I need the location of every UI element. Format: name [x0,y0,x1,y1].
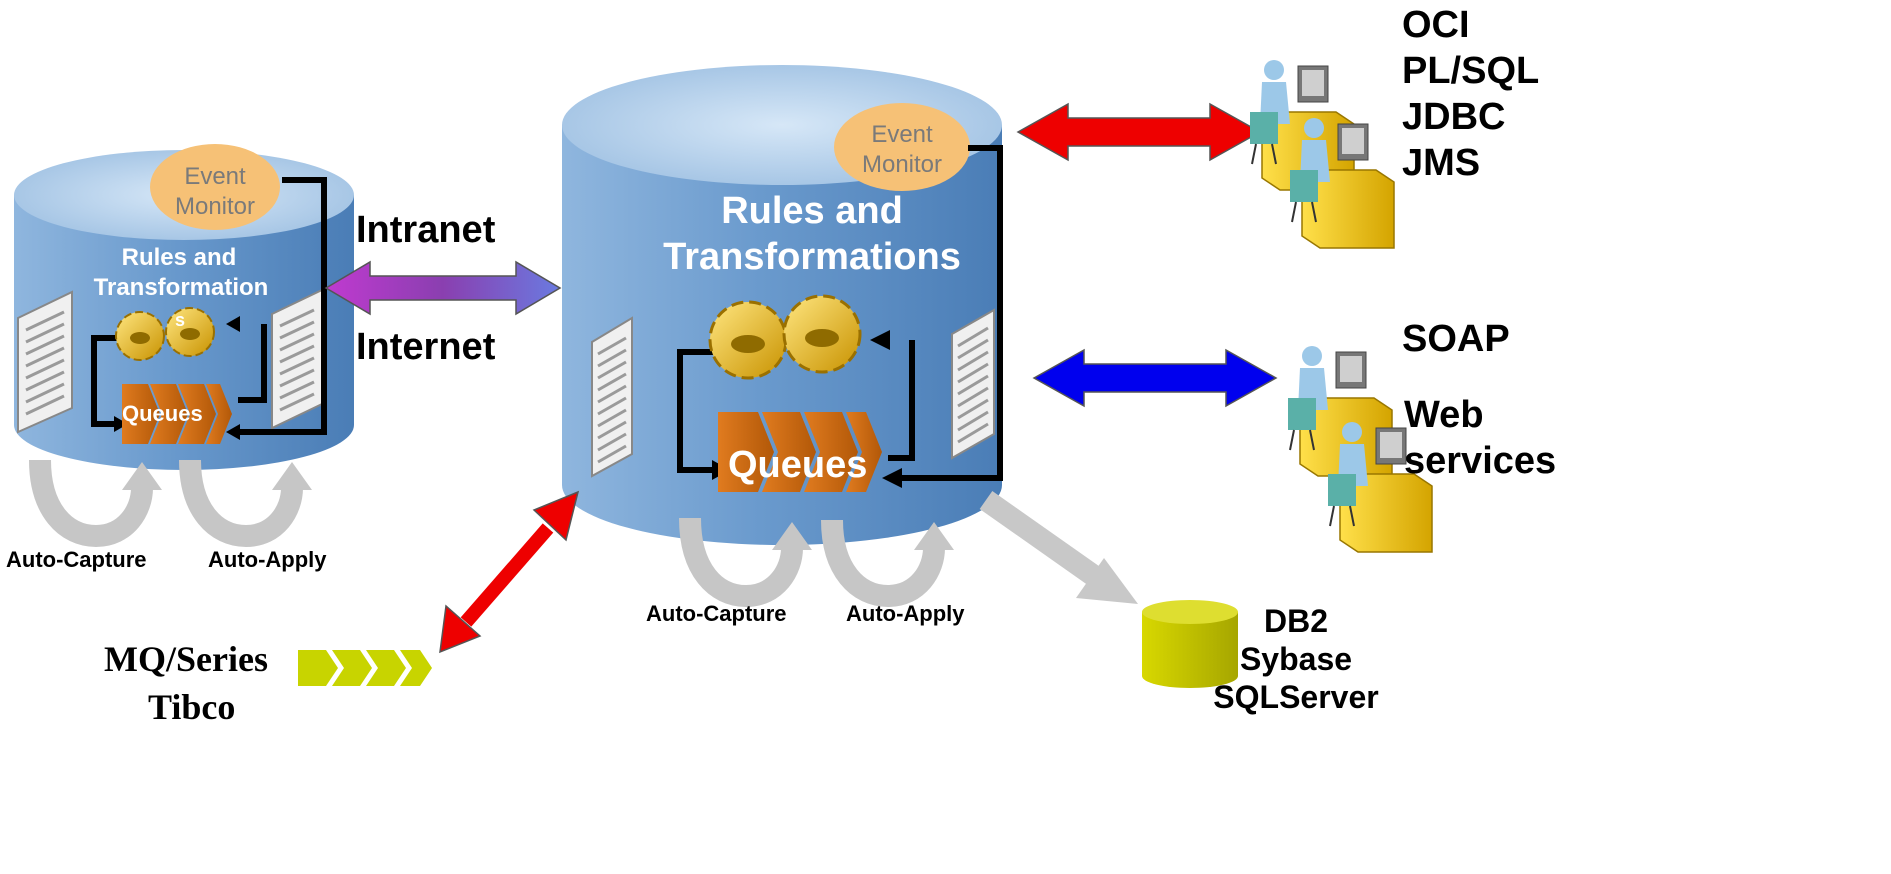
mq-series-label: MQ/Series [104,639,268,679]
left-document-icon [17,290,73,434]
client-api-jdbc: JDBC [1402,96,1506,138]
left-rules-line3: s [174,310,185,330]
other-db-list: DB2 Sybase SQLServer [1206,602,1386,716]
center-queues-icon [718,412,882,492]
other-database-icon [1142,600,1238,688]
center-auto-apply-arrow [821,519,954,608]
client-api-jms: JMS [1402,142,1481,184]
center-rules-line1: Rules and [721,190,903,232]
center-event-monitor-label: Event Monitor [836,120,968,180]
workstation-icon [1328,422,1433,553]
center-auto-capture-arrow [679,517,812,608]
center-database [562,65,1003,608]
left-auto-capture-arrow [29,459,162,548]
soap-client-arrow [1032,348,1278,408]
left-event-monitor-line2: Monitor [174,193,256,220]
left-rules-line1: Rules and [121,244,237,271]
center-event-monitor-line1: Event [871,121,933,148]
oci-client-arrow [1016,102,1262,162]
internet-label: Internet [356,326,496,368]
intranet-arrow [324,260,562,316]
mq-arrow [439,490,580,654]
left-event-monitor-label: Event Monitor [152,162,278,222]
web-label: Web [1404,394,1484,436]
workstation-icon [1290,118,1395,249]
client-api-oci: OCI [1402,4,1470,46]
left-auto-capture-label: Auto-Capture [6,547,147,572]
left-event-monitor-line1: Event [184,163,246,190]
right-document-icon [271,288,323,430]
center-right-document-icon [951,308,995,460]
intranet-label: Intranet [356,209,496,251]
tibco-label: Tibco [148,687,236,727]
center-gears-icon [708,294,862,380]
db-db2: DB2 [1263,603,1328,639]
left-database [14,144,354,548]
left-gears-icon [115,307,215,361]
center-event-monitor [834,103,970,191]
db-sqlserver: SQLServer [1213,679,1379,715]
soap-label: SOAP [1402,318,1510,360]
db-sybase: Sybase [1239,641,1353,677]
client-api-list: OCI PL/SQL JDBC JMS [1402,2,1539,186]
mq-queue-icon [298,650,432,686]
left-queues-label: Queues [122,401,203,426]
services-label: services [1404,440,1557,482]
left-auto-apply-arrow [179,459,312,548]
center-queues-label: Queues [728,444,868,486]
center-auto-capture-label: Auto-Capture [646,601,787,626]
db2-arrow [979,491,1138,604]
center-left-document-icon [591,316,633,478]
client-api-plsql: PL/SQL [1402,50,1540,92]
left-event-monitor [150,144,280,230]
center-auto-apply-label: Auto-Apply [846,601,965,626]
left-rules-line2: Transformation [93,274,269,301]
left-queues-icon [122,384,232,444]
center-event-monitor-line2: Monitor [861,151,943,178]
center-flow-lines [677,145,1003,481]
center-rules-line2: Transformations [663,236,961,278]
left-flow-lines [91,177,327,435]
left-auto-apply-label: Auto-Apply [208,547,327,572]
